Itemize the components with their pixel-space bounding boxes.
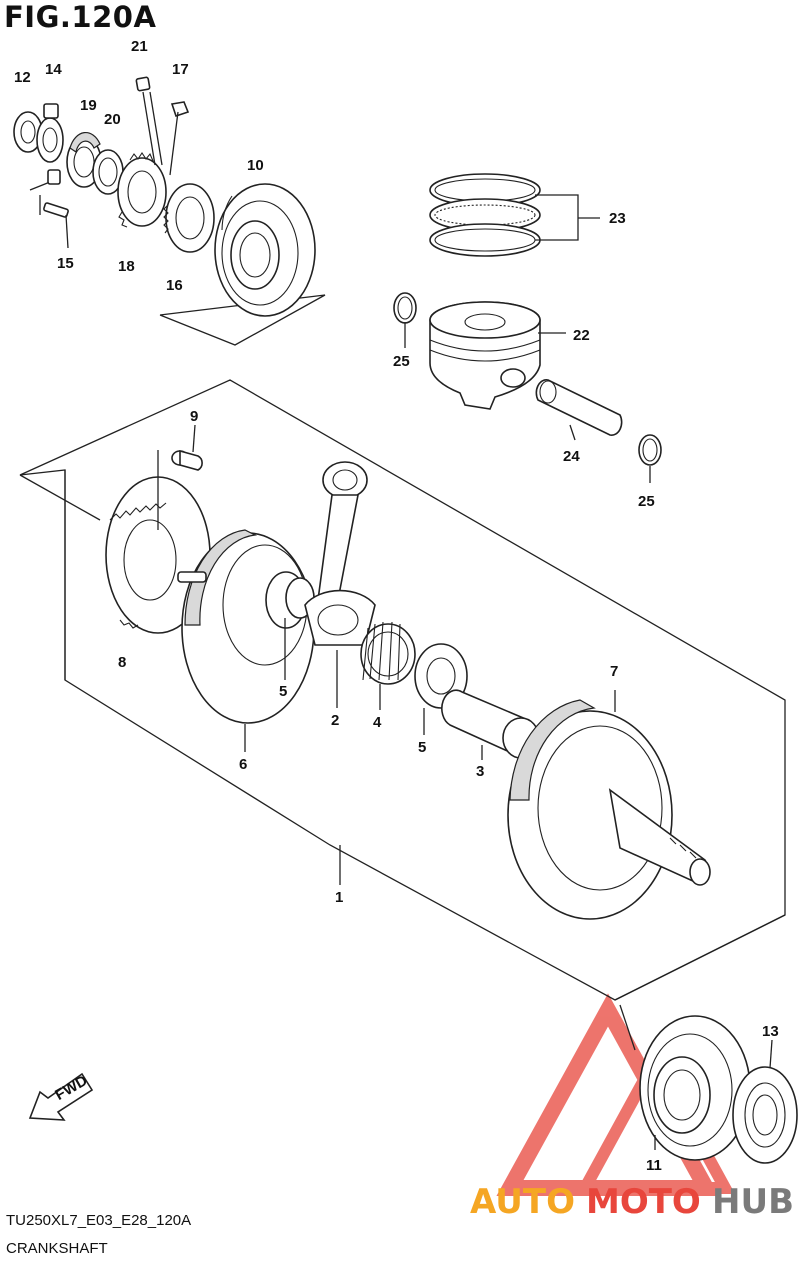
circlip-25-upper xyxy=(393,292,417,348)
watermark-wordmark: AUTO MOTO HUB xyxy=(470,1182,794,1222)
crank-web-7 xyxy=(507,690,711,920)
oil-seal-13 xyxy=(732,1039,798,1164)
piston-group xyxy=(393,173,662,483)
callout-24: 24 xyxy=(563,448,580,465)
gear-18 xyxy=(117,152,167,228)
watermark-part-moto: MOTO xyxy=(586,1182,701,1222)
ring-20 xyxy=(92,149,124,195)
callout-5-left: 5 xyxy=(279,683,287,700)
bearing-10 xyxy=(214,183,316,317)
callout-21: 21 xyxy=(131,38,148,55)
callout-10: 10 xyxy=(247,157,264,174)
callout-8: 8 xyxy=(118,654,126,671)
callout-25-lower: 25 xyxy=(638,493,655,510)
callout-15: 15 xyxy=(57,255,74,272)
callout-4: 4 xyxy=(373,714,382,731)
screw-15 xyxy=(43,202,69,249)
watermark-part-hub: HUB xyxy=(712,1182,794,1222)
callout-labels: 1 2 3 4 5 5 6 7 8 9 10 11 13 12 14 15 16… xyxy=(14,38,779,1174)
piston-22 xyxy=(429,301,566,410)
callout-19: 19 xyxy=(80,97,97,114)
gear-16 xyxy=(163,183,215,253)
assembly-frame xyxy=(19,379,786,1051)
lower-bearing-group xyxy=(639,1015,798,1164)
key-21 xyxy=(135,76,163,166)
callout-5-right: 5 xyxy=(418,739,426,756)
figure-title: FIG.120A xyxy=(4,0,157,34)
callout-23: 23 xyxy=(609,210,626,227)
connecting-rod-2 xyxy=(304,461,376,708)
callout-12: 12 xyxy=(14,69,31,86)
model-code: TU250XL7_E03_E28_120A xyxy=(6,1212,192,1229)
watermark-part-auto: AUTO xyxy=(470,1182,575,1222)
crankshaft-internals xyxy=(105,424,711,920)
top-gear-group xyxy=(13,76,326,346)
callout-3: 3 xyxy=(476,763,484,780)
fwd-direction-arrow: FWD xyxy=(28,1072,94,1121)
section-name: CRANKSHAFT xyxy=(6,1240,108,1257)
callout-11: 11 xyxy=(646,1157,662,1174)
callout-20: 20 xyxy=(104,111,121,128)
callout-16: 16 xyxy=(166,277,183,294)
piston-rings-23 xyxy=(429,173,600,257)
callout-6: 6 xyxy=(239,756,247,773)
callout-18: 18 xyxy=(118,258,135,275)
callout-22: 22 xyxy=(573,327,590,344)
needle-bearing-4 xyxy=(360,621,416,710)
retainer-plate-14 xyxy=(36,103,64,185)
callout-17: 17 xyxy=(172,61,189,78)
callout-14: 14 xyxy=(45,61,62,78)
callout-25-upper: 25 xyxy=(393,353,410,370)
plug-9 xyxy=(171,424,203,471)
piston-pin-24 xyxy=(535,379,623,441)
callout-2: 2 xyxy=(331,712,339,729)
callout-13: 13 xyxy=(762,1023,779,1040)
callout-1: 1 xyxy=(335,889,343,906)
circlip-25-lower xyxy=(638,434,662,483)
callout-9: 9 xyxy=(190,408,198,425)
callout-7: 7 xyxy=(610,663,618,680)
clip-17 xyxy=(169,101,190,176)
bearing-11 xyxy=(639,1015,751,1161)
